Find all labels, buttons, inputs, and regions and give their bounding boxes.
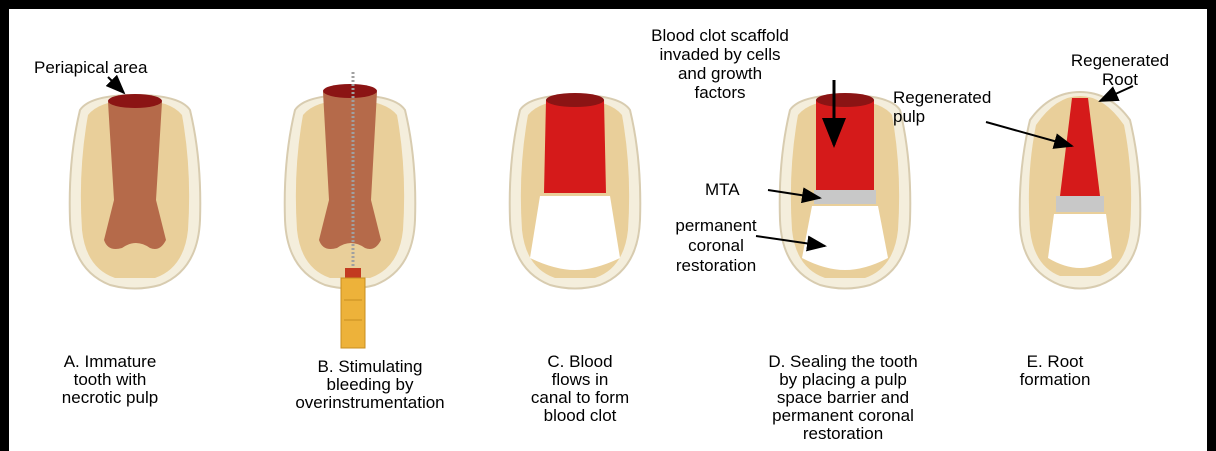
tooth-c <box>510 93 641 289</box>
mta-barrier <box>814 190 876 204</box>
coronal-restoration <box>802 206 888 270</box>
caption-e: E. Root formation <box>1000 353 1110 389</box>
empty-crown-space <box>530 196 620 270</box>
mta-barrier-e <box>1056 196 1104 212</box>
necrotic-pulp <box>104 102 166 249</box>
tooth-a <box>70 94 201 289</box>
file-handle <box>341 278 365 348</box>
blood-clot-scaffold <box>816 100 874 190</box>
label-blood-clot-scaffold: Blood clot scaffold invaded by cells and… <box>620 26 820 102</box>
label-regenerated-root: Regenerated Root <box>1040 51 1200 89</box>
tooth-e <box>1020 92 1141 289</box>
tooth-b <box>285 72 416 348</box>
caption-c: C. Blood flows in canal to form blood cl… <box>515 353 645 425</box>
label-regenerated-pulp: Regenerated pulp <box>893 88 991 126</box>
caption-a: A. Immature tooth with necrotic pulp <box>40 353 180 407</box>
blood-clot <box>544 100 606 193</box>
file-stopper <box>345 268 361 278</box>
caption-b: B. Stimulating bleeding by overinstrumen… <box>260 358 480 412</box>
tooth-d <box>780 93 911 289</box>
caption-d: D. Sealing the tooth by placing a pulp s… <box>713 353 973 443</box>
arrow-periapical <box>108 77 124 93</box>
label-mta: MTA <box>705 180 740 199</box>
periapical-opening <box>108 94 162 108</box>
label-periapical-area: Periapical area <box>34 58 147 77</box>
label-permanent-restoration: permanent coronal restoration <box>652 216 780 276</box>
